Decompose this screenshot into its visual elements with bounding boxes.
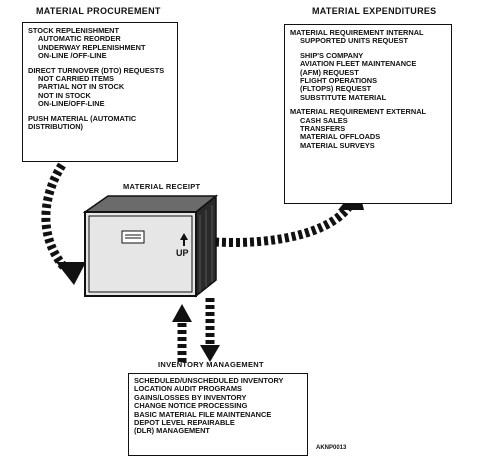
expenditures-item: CASH SALES (300, 115, 348, 125)
inventory-item: GAINS/LOSSES BY INVENTORY (134, 392, 247, 402)
expenditures-item: TRANSFERS (300, 124, 346, 134)
procurement-item: NOT CARRIED ITEMS (38, 74, 114, 84)
material-receipt-crate (82, 194, 219, 298)
inventory-title: INVENTORY MANAGEMENT (158, 360, 264, 369)
expenditures-item: MATERIAL REQUIREMENT EXTERNAL (290, 107, 427, 117)
procurement-item: DIRECT TURNOVER (DTO) REQUESTS (28, 65, 165, 75)
arrow-receipt-to-inventory (200, 298, 220, 362)
expenditures-title: MATERIAL EXPENDITURES (312, 6, 437, 16)
expenditures-item: SUBSTITUTE MATERIAL (300, 92, 387, 102)
arrow-inventory-to-receipt (172, 304, 192, 362)
receipt-title: MATERIAL RECEIPT (123, 182, 201, 191)
procurement-item: DISTRIBUTION) (28, 122, 84, 132)
procurement-item: STOCK REPLENISHMENT (28, 26, 120, 35)
expenditures-item: FLIGHT OPERATIONS (300, 76, 378, 86)
procurement-item: PARTIAL NOT IN STOCK (38, 82, 125, 92)
expenditures-item: AVIATION FLEET MAINTENANCE (300, 59, 417, 69)
procurement-item: ON-LINE /OFF-LINE (38, 51, 107, 61)
expenditures-item: MATERIAL SURVEYS (300, 140, 375, 150)
inventory-item: (DLR) MANAGEMENT (134, 426, 210, 436)
procurement-item: AUTOMATIC REORDER (38, 34, 121, 44)
procurement-item: PUSH MATERIAL (AUTOMATIC (28, 113, 137, 123)
crate-up-label: UP (176, 248, 189, 258)
inventory-item: CHANGE NOTICE PROCESSING (134, 401, 248, 411)
expenditures-item: MATERIAL OFFLOADS (300, 132, 381, 142)
expenditures-item: (FLTOPS) REQUEST (300, 84, 372, 94)
inventory-item: DEPOT LEVEL REPAIRABLE (134, 418, 235, 428)
figure-code: AKNP0013 (316, 445, 347, 451)
expenditures-item: SUPPORTED UNITS REQUEST (300, 36, 408, 46)
expenditures-item: MATERIAL REQUIREMENT INTERNAL (290, 28, 424, 37)
expenditures-item: SHIP'S COMPANY (300, 50, 364, 60)
procurement-title: MATERIAL PROCUREMENT (36, 6, 161, 16)
inventory-item: LOCATION AUDIT PROGRAMS (134, 384, 242, 394)
expenditures-item: (AFM) REQUEST (300, 67, 359, 77)
arrow-procurement-to-receipt (41, 162, 86, 285)
procurement-item: UNDERWAY REPLENISHMENT (38, 42, 146, 52)
procurement-item: NOT IN STOCK (38, 90, 91, 100)
inventory-item: SCHEDULED/UNSCHEDULED INVENTORY (134, 376, 284, 385)
inventory-item: BASIC MATERIAL FILE MAINTENANCE (134, 409, 272, 419)
procurement-item: ON-LINE/OFF-LINE (38, 99, 105, 109)
